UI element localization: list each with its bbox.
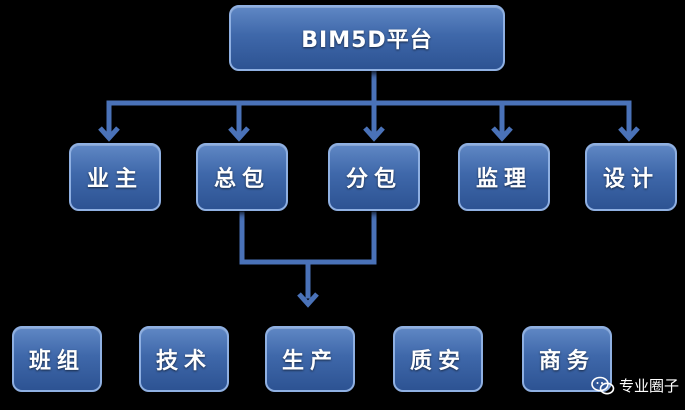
arrowhead bbox=[491, 126, 513, 142]
level2-node-quality-safety: 质安 bbox=[393, 326, 483, 392]
arrowhead bbox=[98, 126, 120, 142]
level1-node-general-contractor: 总包 bbox=[196, 143, 288, 211]
wechat-icon bbox=[591, 376, 615, 394]
arrowhead bbox=[228, 126, 250, 142]
root-node: BIM5D平台 bbox=[229, 5, 505, 71]
level2-node-technology: 技术 bbox=[139, 326, 229, 392]
level1-node-supervisor: 监理 bbox=[458, 143, 550, 211]
level2-node-business: 商务 bbox=[522, 326, 612, 392]
watermark-text: 专业圈子 bbox=[618, 377, 679, 395]
level1-node-design: 设计 bbox=[585, 143, 677, 211]
level2-node-team: 班组 bbox=[12, 326, 102, 392]
arrowhead bbox=[618, 126, 640, 142]
level1-node-owner: 业主 bbox=[69, 143, 161, 211]
level1-node-subcontractor: 分包 bbox=[328, 143, 420, 211]
level2-node-production: 生产 bbox=[265, 326, 355, 392]
arrowhead bbox=[297, 292, 319, 308]
arrowhead bbox=[363, 126, 385, 142]
watermark: 专业圈子 bbox=[591, 375, 679, 396]
